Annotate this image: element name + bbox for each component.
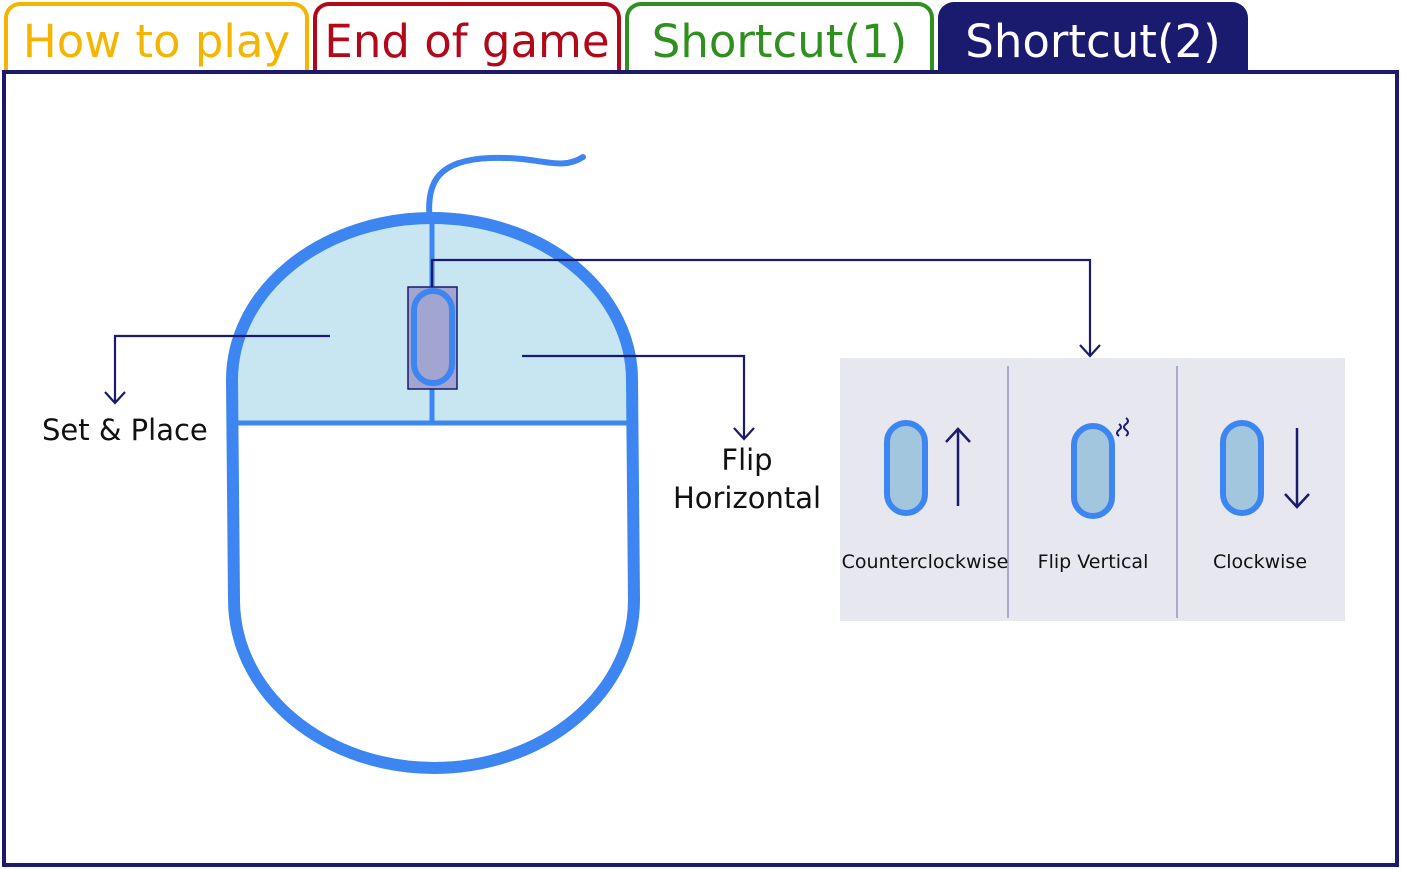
- tab-shortcut-2[interactable]: Shortcut(2): [938, 2, 1248, 76]
- tab-label: How to play: [22, 15, 291, 68]
- wheel-arrowhead-icon: [1079, 344, 1101, 358]
- tab-label: End of game: [324, 15, 610, 68]
- scroll-wheel: [411, 288, 455, 386]
- wheel-connector: [430, 258, 1092, 355]
- left-button-connector: [113, 334, 330, 402]
- counterclockwise-label: Counterclockwise: [841, 551, 1009, 573]
- clockwise-label: Clockwise: [1212, 551, 1308, 573]
- right-button-label-line2: Horizontal: [672, 480, 822, 515]
- tab-how-to-play[interactable]: How to play: [4, 2, 309, 76]
- right-button-label-line1: Flip: [721, 443, 773, 477]
- left-arrowhead-icon: [104, 391, 126, 405]
- scroll-up-icon: [884, 420, 971, 516]
- tab-label: Shortcut(1): [651, 15, 908, 68]
- right-button-label: Flip Horizontal: [662, 442, 832, 517]
- scroll-click-icon: [1071, 417, 1129, 519]
- right-arrowhead-icon: [733, 427, 755, 441]
- scroll-down-icon: [1220, 420, 1310, 516]
- tab-shortcut-1[interactable]: Shortcut(1): [625, 2, 934, 76]
- mouse-body: [225, 212, 641, 774]
- left-button-label: Set & Place: [42, 413, 208, 447]
- right-button-connector: [522, 354, 746, 438]
- flip-vertical-label: Flip Vertical: [1037, 551, 1149, 573]
- mouse-cable: [426, 154, 586, 225]
- tab-label: Shortcut(2): [965, 15, 1221, 68]
- tab-end-of-game[interactable]: End of game: [313, 2, 621, 76]
